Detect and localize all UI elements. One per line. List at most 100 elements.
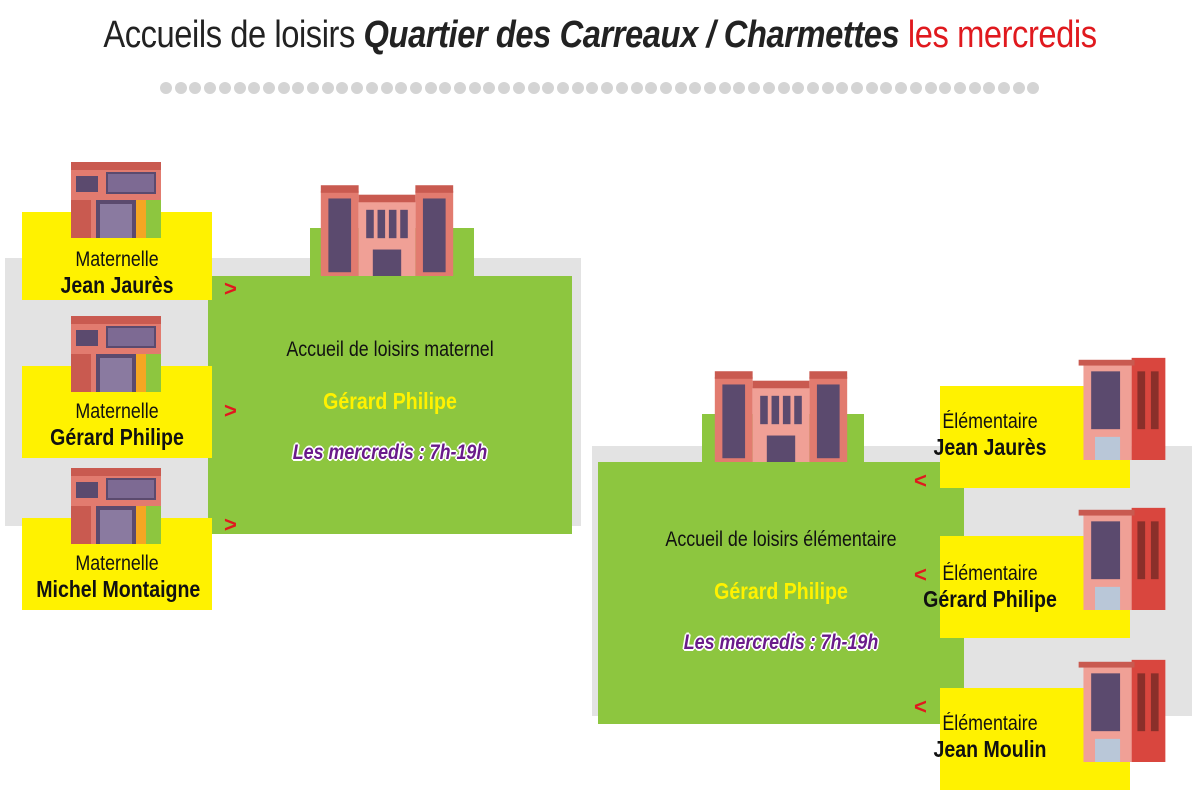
school-building-icon — [1072, 656, 1172, 762]
title-part1: Accueils de loisirs — [103, 14, 364, 56]
divider-dot — [174, 82, 187, 94]
arrow-right-icon: > — [224, 276, 237, 301]
arrow-right-icon: > — [224, 512, 237, 537]
divider-dot — [659, 82, 672, 94]
school-name: Michel Montaigne — [36, 576, 201, 603]
divider-dot — [953, 82, 966, 94]
school-name: Jean Moulin — [933, 736, 1047, 763]
divider-dot — [792, 82, 805, 94]
divider-dot — [336, 82, 349, 94]
elementaire-center-building-icon — [714, 358, 848, 462]
elementaire-center-title: Accueil de loisirs élémentaire — [665, 528, 897, 551]
divider-dot — [307, 82, 320, 94]
divider-dot — [262, 82, 275, 94]
divider-dot — [1027, 82, 1040, 94]
divider-dot — [380, 82, 393, 94]
arrow-left-icon: < — [914, 562, 927, 587]
school-name: Gérard Philipe — [50, 424, 184, 451]
divider-dot — [160, 82, 172, 94]
school-type: Maternelle — [75, 400, 159, 423]
elementaire-center-name: Gérard Philipe — [714, 578, 848, 604]
arrow-left-icon: < — [914, 694, 927, 719]
divider-dot — [409, 82, 422, 94]
divider-dot — [571, 82, 584, 94]
divider-dot — [836, 82, 849, 94]
elementaire-center-info: Accueil de loisirs élémentaire Gérard Ph… — [598, 528, 964, 655]
divider-dot — [204, 82, 217, 94]
divider-dot — [556, 82, 569, 94]
divider-dot — [1012, 82, 1025, 94]
school-name: Jean Jaurès — [60, 272, 174, 299]
divider-dot — [615, 82, 628, 94]
divider-dot — [395, 82, 408, 94]
divider-dot — [733, 82, 746, 94]
divider-dot — [424, 82, 437, 94]
divider-dot — [821, 82, 834, 94]
title-part2: Quartier des Carreaux / Charmettes — [363, 14, 900, 56]
divider-dot — [189, 82, 202, 94]
divider-dot — [806, 82, 819, 94]
school-type: Maternelle — [75, 248, 159, 271]
divider-dot — [983, 82, 996, 94]
divider-dot — [292, 82, 305, 94]
maternel-school-label: Maternelle Gérard Philipe — [22, 400, 212, 451]
divider-dot — [777, 82, 790, 94]
divider-dot — [586, 82, 599, 94]
divider-dot — [454, 82, 467, 94]
divider-dot — [218, 82, 231, 94]
divider-dot — [895, 82, 908, 94]
school-building-icon — [1072, 504, 1172, 610]
elementaire-center-hours: Les mercredis : 7h-19h — [683, 631, 879, 654]
elementaire-school-label: Élémentaire Jean Jaurès — [900, 410, 1080, 461]
school-name: Gérard Philipe — [923, 586, 1057, 613]
title-divider — [160, 82, 1040, 96]
school-type: Élémentaire — [942, 562, 1038, 585]
elementaire-center-box — [598, 462, 964, 724]
divider-dot — [512, 82, 525, 94]
divider-dot — [998, 82, 1011, 94]
maternel-center-name: Gérard Philipe — [323, 388, 457, 414]
divider-dot — [321, 82, 334, 94]
divider-dot — [498, 82, 511, 94]
divider-dot — [468, 82, 481, 94]
title-part3: les mercredis — [899, 14, 1097, 56]
school-building-icon — [66, 312, 166, 392]
divider-dot — [865, 82, 878, 94]
divider-dot — [277, 82, 290, 94]
arrow-left-icon: < — [914, 468, 927, 493]
school-building-icon — [66, 158, 166, 238]
school-building-icon — [66, 464, 166, 544]
divider-dot — [527, 82, 540, 94]
divider-dot — [674, 82, 687, 94]
divider-dot — [365, 82, 378, 94]
maternel-center-box — [208, 276, 572, 534]
maternel-center-info: Accueil de loisirs maternel Gérard Phili… — [208, 338, 572, 465]
arrow-right-icon: > — [224, 398, 237, 423]
elementaire-school-label: Élémentaire Gérard Philipe — [900, 562, 1080, 613]
school-name: Jean Jaurès — [933, 434, 1047, 461]
divider-dot — [233, 82, 246, 94]
divider-dot — [689, 82, 702, 94]
divider-dot — [483, 82, 496, 94]
school-building-icon — [1072, 354, 1172, 460]
maternel-center-building-icon — [320, 172, 454, 276]
divider-dot — [630, 82, 643, 94]
divider-dot — [968, 82, 981, 94]
maternel-center-title: Accueil de loisirs maternel — [286, 338, 494, 361]
divider-dot — [248, 82, 261, 94]
school-type: Maternelle — [75, 552, 159, 575]
divider-dot — [351, 82, 364, 94]
divider-dot — [439, 82, 452, 94]
maternel-center-hours: Les mercredis : 7h-19h — [292, 441, 488, 464]
divider-dot — [880, 82, 893, 94]
elementaire-school-label: Élémentaire Jean Moulin — [900, 712, 1080, 763]
divider-dot — [748, 82, 761, 94]
divider-dot — [718, 82, 731, 94]
divider-dot — [924, 82, 937, 94]
page-title: Accueils de loisirs Quartier des Carreau… — [84, 14, 1116, 57]
divider-dot — [851, 82, 864, 94]
divider-dot — [704, 82, 717, 94]
divider-dot — [542, 82, 555, 94]
divider-dot — [762, 82, 775, 94]
school-type: Élémentaire — [942, 712, 1038, 735]
